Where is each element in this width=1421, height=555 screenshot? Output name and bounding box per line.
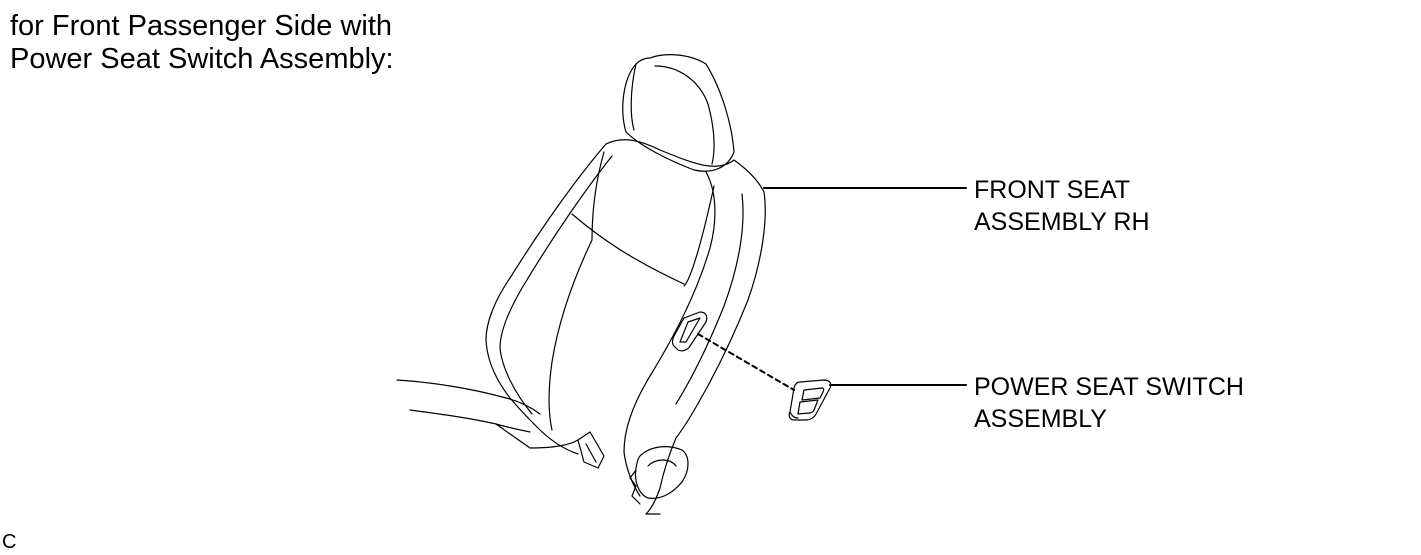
switch-recess-outline [671, 311, 708, 352]
recliner-knob [634, 446, 689, 499]
recliner-knob-inner [647, 459, 677, 467]
callout-front-seat-line-2: ASSEMBLY RH [974, 208, 1150, 236]
switch-upper-button [801, 387, 825, 401]
headrest-inner-edge [654, 65, 715, 165]
power-seat-switch [788, 379, 832, 421]
install-path-dashed [697, 333, 795, 391]
callout-front-seat-line-1: FRONT SEAT [974, 176, 1131, 204]
heading-line-2: Power Seat Switch Assembly: [10, 43, 394, 75]
switch-lower-button [797, 399, 819, 415]
seat-cushion [396, 379, 689, 515]
cushion-side-detail [585, 443, 597, 463]
cushion-lower-line [495, 423, 579, 449]
seatback-inner-left [499, 155, 613, 415]
figure-code: C [2, 531, 17, 553]
headrest-front-curve [630, 63, 637, 131]
switch-recess-inner [679, 317, 701, 343]
seatback-right-inner [675, 193, 744, 405]
seatback [485, 139, 766, 515]
seatback-center-seam-cross [571, 213, 685, 285]
switch-outline [788, 379, 832, 421]
switch-recess [671, 311, 708, 352]
headrest-outline [622, 54, 735, 172]
seatback-bottom-right [645, 437, 677, 515]
seatback-lower-inner [623, 451, 641, 497]
callout-power-seat-switch: POWER SEAT SWITCH ASSEMBLY [974, 371, 1244, 435]
cushion-front-line [409, 409, 531, 433]
seatback-lumbar-curve [548, 239, 593, 431]
headrest [622, 54, 735, 172]
seatback-center-seam-upper [591, 151, 605, 241]
seatback-lower-left [537, 427, 579, 455]
seatback-right-outer [675, 191, 766, 439]
seatback-top [605, 139, 765, 193]
cushion-side-shape [577, 431, 605, 469]
callout-front-seat-assembly: FRONT SEAT ASSEMBLY RH [974, 174, 1150, 238]
seatback-right-panel-edge [683, 185, 715, 287]
seatback-outer-left [485, 143, 607, 429]
callout-power-switch-line-1: POWER SEAT SWITCH [974, 373, 1244, 401]
switch-edge [789, 411, 799, 419]
heading-line-1: for Front Passenger Side with [10, 10, 393, 42]
diagram-heading: for Front Passenger Side with Power Seat… [10, 10, 394, 76]
seatback-side-panel [623, 171, 716, 453]
callout-power-switch-line-2: ASSEMBLY [974, 405, 1107, 433]
cushion-top-line [396, 379, 541, 415]
recliner-base [629, 469, 641, 505]
